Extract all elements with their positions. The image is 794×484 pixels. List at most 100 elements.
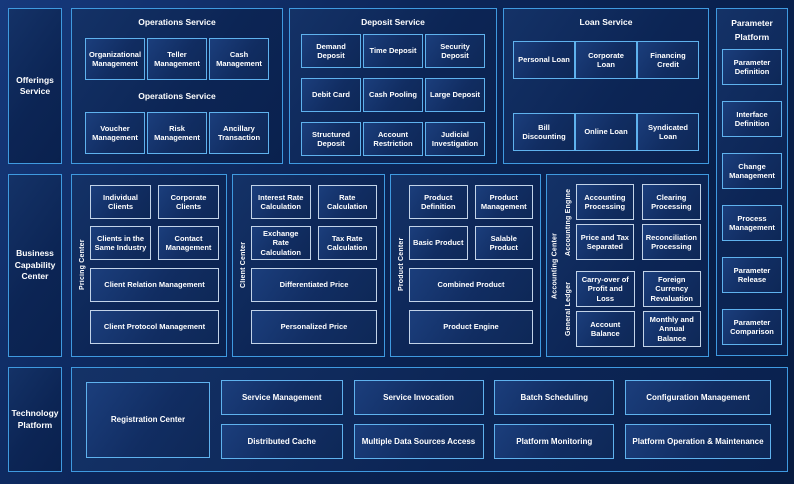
- accounting-engine-item: Reconciliation Processing: [641, 224, 701, 260]
- pricing-center-item-wide: Client Relation Management: [90, 268, 219, 302]
- deposit-service-item: Demand Deposit: [301, 34, 361, 68]
- pricing-center-item: Contact Management: [158, 226, 219, 260]
- panel-product-center: Product Center Product Definition Produc…: [390, 174, 541, 357]
- parameter-platform-title: Parameter Platform: [731, 18, 773, 42]
- operations-service-item: Ancillary Transaction: [209, 112, 269, 154]
- general-ledger-item: Monthly and Annual Balance: [642, 311, 701, 347]
- loan-service-item: Syndicated Loan: [637, 113, 699, 151]
- panel-operations-service: Operations Service Organizational Manage…: [71, 8, 283, 164]
- deposit-service-title: Deposit Service: [361, 17, 425, 27]
- technology-platform-item: Configuration Management: [625, 380, 771, 415]
- panel-parameter-platform: Parameter Platform Parameter Definition …: [716, 8, 788, 356]
- general-ledger-item: Carry-over of Profit and Loss: [576, 271, 635, 307]
- operations-service-row2: Voucher Management Risk Management Ancil…: [85, 112, 269, 154]
- loan-service-item: Personal Loan: [513, 41, 575, 79]
- operations-service-item: Voucher Management: [85, 112, 145, 154]
- technology-platform-item: Platform Operation & Maintenance: [625, 424, 771, 459]
- deposit-service-grid: Demand Deposit Time Deposit Security Dep…: [301, 34, 485, 156]
- operations-service-item: Teller Management: [147, 38, 207, 80]
- parameter-platform-stack: Parameter Definition Interface Definitio…: [722, 49, 782, 345]
- operations-service-item: Cash Management: [209, 38, 269, 80]
- deposit-service-item: Security Deposit: [425, 34, 485, 68]
- rail-business-capability-center: Business Capability Center: [8, 174, 62, 357]
- operations-service-title: Operations Service: [138, 17, 216, 27]
- pricing-center-item-wide: Client Protocol Management: [90, 310, 219, 344]
- accounting-center-label: Accounting Center: [551, 232, 559, 299]
- operations-service-item: Organizational Management: [85, 38, 145, 80]
- technology-platform-column: Service Management Distributed Cache: [220, 380, 343, 459]
- client-center-content: Interest Rate Calculation Rate Calculati…: [251, 185, 377, 344]
- client-center-item-wide: Personalized Price: [251, 310, 377, 344]
- deposit-service-item: Cash Pooling: [363, 78, 423, 112]
- deposit-service-item: Time Deposit: [363, 34, 423, 68]
- operations-service-row1: Organizational Management Teller Managem…: [85, 38, 269, 80]
- technology-platform-column: Service Invocation Multiple Data Sources…: [353, 380, 484, 459]
- product-center-grid: Product Definition Product Management Ba…: [409, 185, 533, 260]
- deposit-service-item: Account Restriction: [363, 122, 423, 156]
- general-ledger-item: Foreign Currency Revaluation: [642, 271, 701, 307]
- loan-service-item: Online Loan: [575, 113, 637, 151]
- parameter-platform-item: Process Management: [722, 205, 782, 242]
- panel-deposit-service: Deposit Service Demand Deposit Time Depo…: [289, 8, 497, 164]
- pricing-center-item: Clients in the Same Industry: [90, 226, 151, 260]
- technology-platform-column: Configuration Management Platform Operat…: [625, 380, 771, 459]
- client-center-item: Tax Rate Calculation: [317, 226, 377, 260]
- pricing-center-grid: Individual Clients Corporate Clients Cli…: [90, 185, 219, 260]
- pricing-center-label: Pricing Center: [79, 239, 86, 290]
- deposit-service-item: Structured Deposit: [301, 122, 361, 156]
- loan-service-item: Corporate Loan: [575, 41, 637, 79]
- parameter-platform-item: Parameter Release: [722, 257, 782, 293]
- rail-offerings-service: Offerings Service: [8, 8, 62, 164]
- technology-platform-item: Distributed Cache: [220, 424, 343, 459]
- technology-platform-item: Service Invocation: [353, 380, 484, 415]
- loan-service-item: Financing Credit: [637, 41, 699, 79]
- operations-service-item: Risk Management: [147, 112, 207, 154]
- accounting-engine-label: Accounting Engine: [565, 188, 572, 256]
- accounting-engine-grid: Accounting Processing Clearing Processin…: [576, 184, 701, 260]
- deposit-service-item: Large Deposit: [425, 78, 485, 112]
- pricing-center-item: Individual Clients: [90, 185, 151, 219]
- panel-client-center: Client Center Interest Rate Calculation …: [232, 174, 385, 357]
- general-ledger-group: General Ledger Carry-over of Profit and …: [561, 271, 701, 347]
- deposit-service-item: Debit Card: [301, 78, 361, 112]
- product-center-item: Basic Product: [409, 226, 468, 260]
- panel-loan-service: Loan Service Personal Loan Corporate Loa…: [503, 8, 709, 164]
- product-center-content: Product Definition Product Management Ba…: [409, 185, 533, 344]
- product-center-item-wide: Combined Product: [409, 268, 533, 302]
- technology-platform-item: Platform Monitoring: [494, 424, 615, 459]
- general-ledger-item: Account Balance: [576, 311, 635, 347]
- operations-service-subtitle: Operations Service: [138, 91, 216, 101]
- panel-pricing-center: Pricing Center Individual Clients Corpor…: [71, 174, 227, 357]
- accounting-center-groups: Accounting Engine Accounting Processing …: [561, 184, 701, 347]
- rail-offerings-service-label: Offerings Service: [16, 74, 54, 96]
- product-center-item: Product Management: [474, 185, 533, 219]
- client-center-item: Interest Rate Calculation: [251, 185, 311, 219]
- client-center-grid: Interest Rate Calculation Rate Calculati…: [251, 185, 377, 260]
- product-center-item-wide: Product Engine: [409, 310, 533, 344]
- pricing-center-item: Corporate Clients: [158, 185, 219, 219]
- technology-platform-item: Multiple Data Sources Access: [353, 424, 484, 459]
- parameter-platform-item: Parameter Definition: [722, 49, 782, 86]
- client-center-item: Rate Calculation: [317, 185, 377, 219]
- general-ledger-label: General Ledger: [565, 281, 572, 337]
- accounting-engine-group: Accounting Engine Accounting Processing …: [561, 184, 701, 260]
- product-center-label: Product Center: [398, 237, 405, 292]
- registration-center-box: Registration Center: [86, 381, 210, 458]
- client-center-label: Client Center: [240, 241, 247, 288]
- accounting-engine-item: Price and Tax Separated: [576, 224, 634, 260]
- technology-platform-item: Batch Scheduling: [494, 380, 615, 415]
- parameter-platform-item: Change Management: [722, 153, 782, 190]
- technology-platform-column: Batch Scheduling Platform Monitoring: [494, 380, 615, 459]
- parameter-platform-item: Interface Definition: [722, 101, 782, 138]
- parameter-platform-item: Parameter Comparison: [722, 308, 782, 345]
- loan-service-title: Loan Service: [579, 17, 633, 27]
- panel-technology-platform: Registration Center Service Management D…: [71, 367, 788, 472]
- pricing-center-content: Individual Clients Corporate Clients Cli…: [90, 185, 219, 344]
- panel-accounting-center: Accounting Center Accounting Engine Acco…: [546, 174, 709, 357]
- deposit-service-item: Judicial Investigation: [425, 122, 485, 156]
- technology-platform-item: Service Management: [220, 380, 343, 415]
- product-center-item: Salable Product: [474, 226, 533, 260]
- general-ledger-grid: Carry-over of Profit and Loss Foreign Cu…: [576, 271, 701, 347]
- client-center-item: Exchange Rate Calculation: [251, 226, 311, 260]
- rail-technology-platform: Technology Platform: [8, 367, 62, 472]
